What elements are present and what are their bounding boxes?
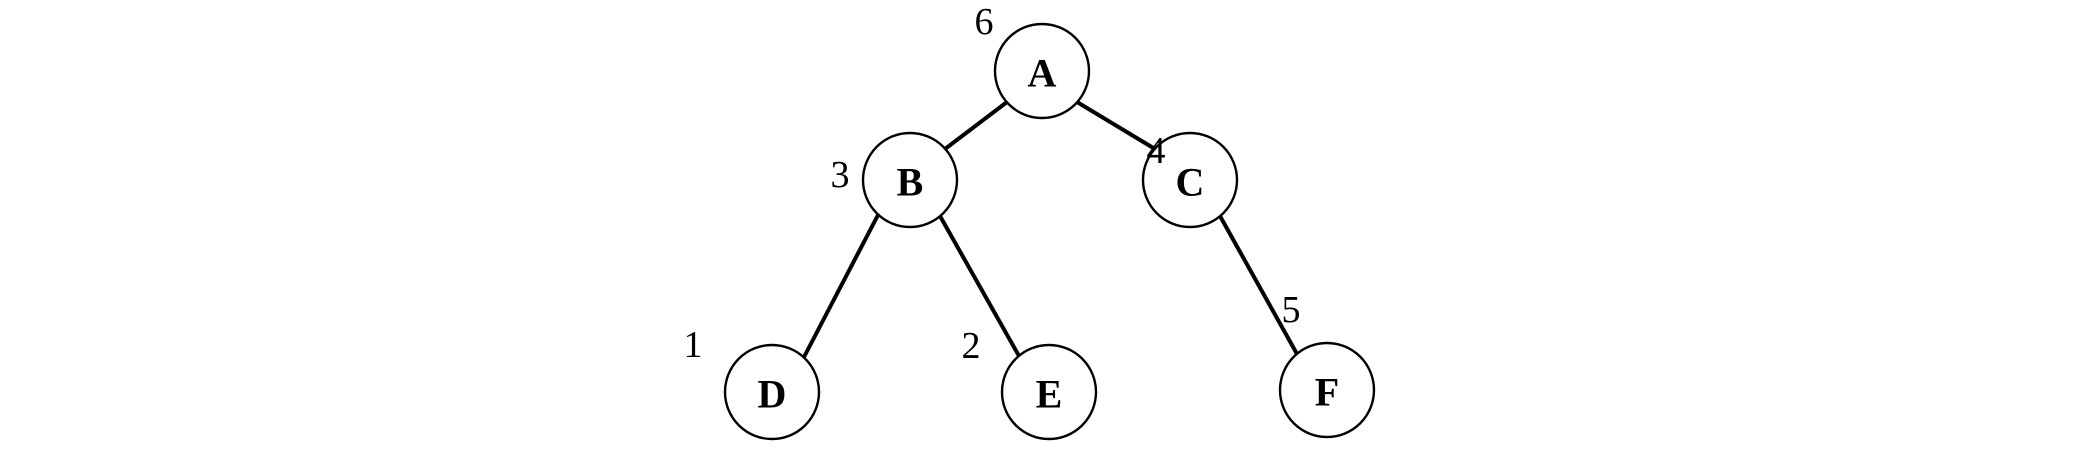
node-a[interactable]: A [993, 22, 1091, 120]
node-e[interactable]: E [1000, 343, 1098, 441]
weight-label-a-b: 3 [831, 154, 850, 196]
node-b-circle[interactable] [861, 131, 959, 229]
weight-label-a-c: 4 [1147, 130, 1166, 172]
node-a-circle[interactable] [993, 22, 1091, 120]
node-b-label: B [897, 160, 924, 205]
edge-a-c [1075, 100, 1157, 151]
node-d[interactable]: D [723, 343, 821, 441]
node-f-circle[interactable] [1278, 341, 1376, 439]
node-e-circle[interactable] [1000, 343, 1098, 441]
weight-label-group: 6 3 4 1 2 5 [684, 1, 1301, 367]
node-e-label: E [1036, 372, 1063, 417]
node-c[interactable]: C [1141, 131, 1239, 229]
edge-c-f [1218, 215, 1299, 355]
node-b[interactable]: B [861, 131, 959, 229]
edge-a-b [943, 100, 1009, 151]
node-group: A B C D E F [723, 22, 1376, 441]
weight-label-root: 6 [975, 1, 994, 43]
weight-label-b-d: 1 [684, 324, 703, 366]
node-c-circle[interactable] [1141, 131, 1239, 229]
edge-b-e [938, 215, 1021, 357]
node-d-label: D [758, 372, 787, 417]
node-a-label: A [1028, 51, 1057, 96]
node-f[interactable]: F [1278, 341, 1376, 439]
node-c-label: C [1176, 160, 1205, 205]
weight-label-c-f: 5 [1282, 289, 1301, 331]
node-f-label: F [1315, 370, 1339, 415]
edge-b-d [802, 214, 880, 358]
node-d-circle[interactable] [723, 343, 821, 441]
weight-label-b-e: 2 [962, 325, 981, 367]
edge-group [802, 100, 1299, 358]
